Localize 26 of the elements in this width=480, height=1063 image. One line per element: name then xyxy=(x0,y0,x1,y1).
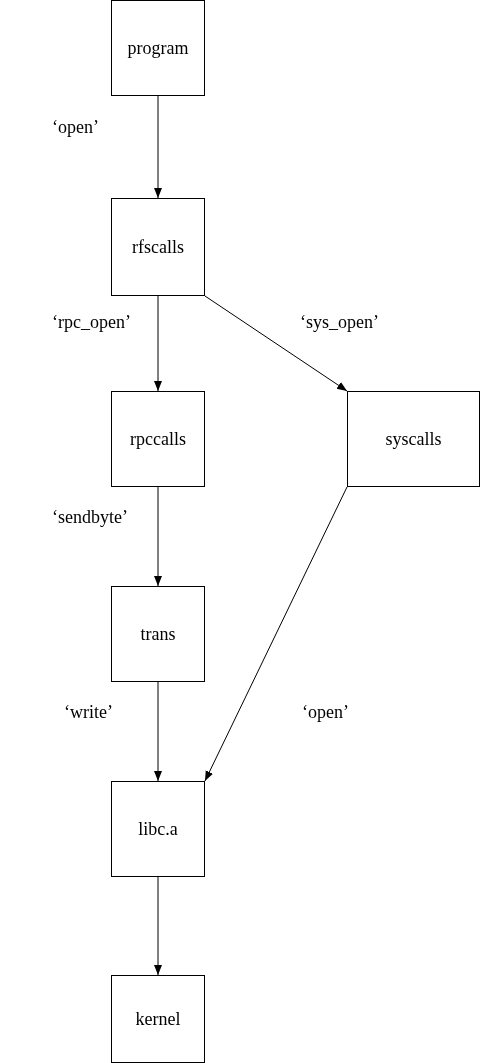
edge-label: ‘sendbyte’ xyxy=(52,508,128,528)
node-label: rfscalls xyxy=(132,236,184,258)
node-label: kernel xyxy=(135,1008,181,1030)
arrow xyxy=(154,486,162,587)
arrow xyxy=(154,295,162,392)
node-label: libc.a xyxy=(138,818,178,840)
arrow xyxy=(204,295,348,392)
process-box xyxy=(111,781,205,877)
node-label: rpccalls xyxy=(130,428,186,450)
process-box xyxy=(347,391,480,487)
arrow xyxy=(204,486,348,782)
node-label: trans xyxy=(140,623,176,645)
process-box xyxy=(111,198,205,296)
edge-label: ‘open’ xyxy=(302,703,349,723)
edge-label: ‘rpc_open’ xyxy=(52,313,131,333)
process-box xyxy=(111,586,205,682)
process-box xyxy=(111,391,205,487)
edge-label: ‘sys_open’ xyxy=(300,313,379,333)
process-box xyxy=(111,0,205,96)
process-box xyxy=(111,975,205,1063)
node-label: program xyxy=(127,37,189,59)
node-label: syscalls xyxy=(385,428,442,450)
arrow xyxy=(154,876,162,976)
arrow xyxy=(154,95,162,199)
edge-label: ‘open’ xyxy=(52,118,99,138)
arrow xyxy=(154,681,162,782)
